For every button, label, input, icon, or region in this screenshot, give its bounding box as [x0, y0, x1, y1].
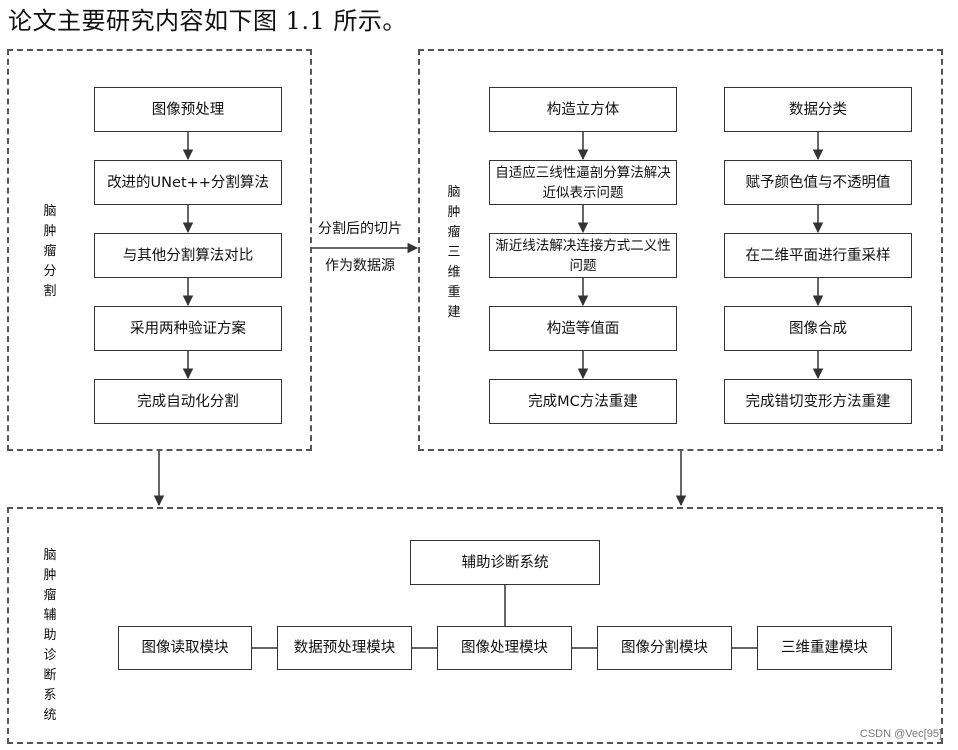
mc-step-cube: 构造立方体 — [489, 87, 677, 132]
sw-step-resample: 在二维平面进行重采样 — [724, 233, 912, 278]
seg-step-unetpp: 改进的UNet++分割算法 — [94, 160, 282, 205]
watermark: CSDN @Vec[95] — [859, 728, 942, 740]
mc-step-done: 完成MC方法重建 — [489, 379, 677, 424]
module-image-read: 图像读取模块 — [118, 626, 252, 670]
segmentation-panel-label: 脑肿瘤分割 — [43, 204, 57, 299]
sw-step-done: 完成错切变形方法重建 — [724, 379, 912, 424]
system-panel — [7, 507, 943, 744]
mc-step-asymptote: 渐近线法解决连接方式二义性问题 — [489, 233, 677, 278]
figure-heading: 论文主要研究内容如下图 1.1 所示。 — [8, 7, 407, 35]
seg-step-compare: 与其他分割算法对比 — [94, 233, 282, 278]
reconstruction-panel — [418, 49, 943, 451]
seg-step-validation: 采用两种验证方案 — [94, 306, 282, 351]
sw-step-classify: 数据分类 — [724, 87, 912, 132]
segmentation-panel — [7, 49, 312, 451]
sw-step-color-opacity: 赋予颜色值与不透明值 — [724, 160, 912, 205]
reconstruction-panel-label: 脑肿瘤三维重建 — [447, 185, 461, 320]
connector-label-line2: 作为数据源 — [325, 258, 395, 274]
connector-label-line1: 分割后的切片 — [318, 221, 402, 237]
mc-step-trilinear: 自适应三线性逼剖分算法解决近似表示问题 — [489, 160, 677, 205]
module-image-processing: 图像处理模块 — [437, 626, 572, 670]
seg-step-preprocess: 图像预处理 — [94, 87, 282, 132]
system-root: 辅助诊断系统 — [410, 540, 600, 585]
module-data-preprocess: 数据预处理模块 — [277, 626, 412, 670]
system-panel-label: 脑肿瘤辅助诊断系统 — [43, 548, 57, 723]
module-image-segmentation: 图像分割模块 — [597, 626, 732, 670]
mc-step-isosurface: 构造等值面 — [489, 306, 677, 351]
module-3d-reconstruction: 三维重建模块 — [757, 626, 892, 670]
sw-step-composite: 图像合成 — [724, 306, 912, 351]
seg-step-done: 完成自动化分割 — [94, 379, 282, 424]
